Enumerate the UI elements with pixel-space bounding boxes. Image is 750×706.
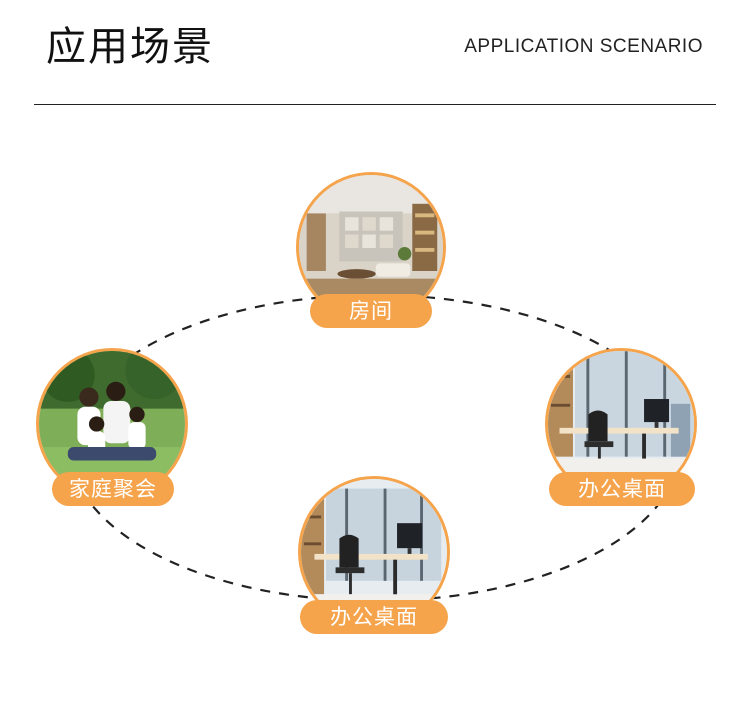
- page-subtitle: APPLICATION SCENARIO: [464, 36, 703, 57]
- scene-label: 办公桌面: [549, 472, 695, 506]
- page-title: 应用场景: [46, 24, 214, 70]
- header-divider: [34, 104, 716, 105]
- scene-label: 办公桌面: [300, 600, 448, 634]
- scene-label: 房间: [310, 294, 432, 328]
- scene-label: 家庭聚会: [52, 472, 174, 506]
